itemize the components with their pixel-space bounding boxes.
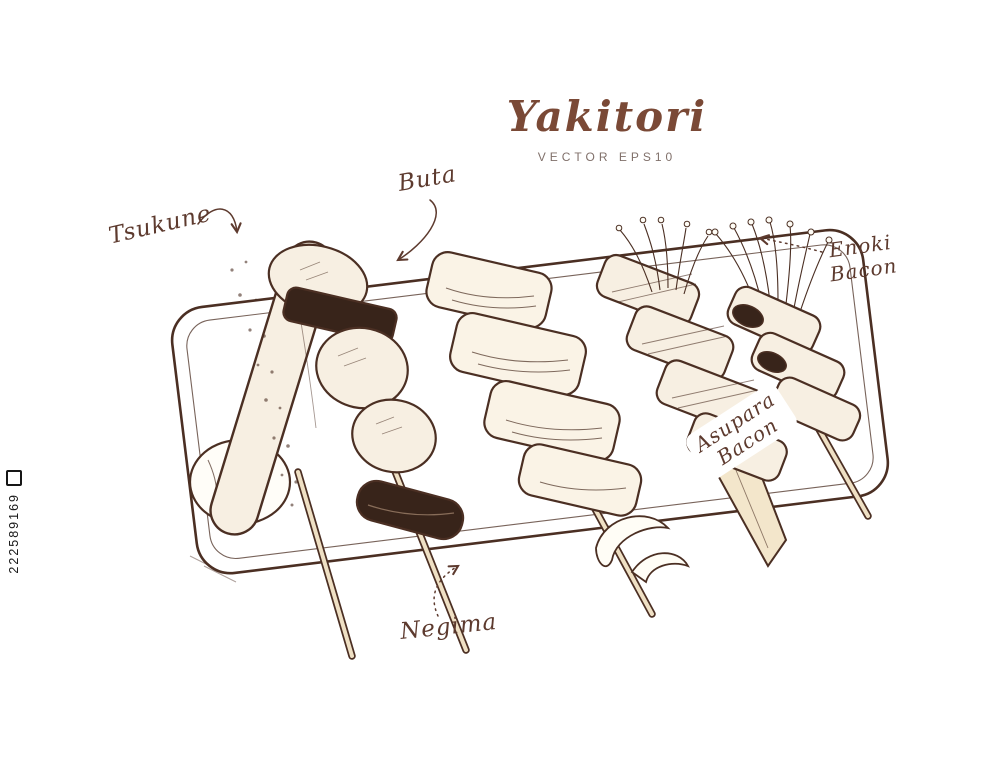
watermark-id: 222589169	[7, 493, 21, 574]
skewer-enoki	[711, 216, 862, 442]
negima-arrow-icon	[433, 564, 460, 617]
enoki-tuft-left-caps	[615, 216, 713, 236]
skewer-negima-hatch	[299, 261, 455, 516]
watermark-strip: 222589169	[6, 470, 22, 574]
page-subtitle: VECTOR EPS10	[537, 150, 677, 164]
garnish-curls	[595, 515, 690, 584]
skewer-buta-rolllines	[445, 287, 627, 491]
enoki-tuft-left	[619, 223, 709, 295]
skewer-asupara-stripes	[611, 273, 779, 451]
skewer-buta	[425, 251, 643, 517]
label-enoki-bacon: Enoki Bacon	[825, 230, 898, 287]
buta-arrow-icon	[396, 199, 437, 262]
page-title: Yakitori	[506, 92, 708, 141]
enoki-arrow-icon	[757, 234, 823, 253]
stock-logo-icon	[6, 470, 22, 486]
plate-shadow-hatch	[189, 555, 237, 583]
skewer-negima	[267, 243, 465, 541]
tsukune-arrow-icon	[197, 208, 242, 235]
